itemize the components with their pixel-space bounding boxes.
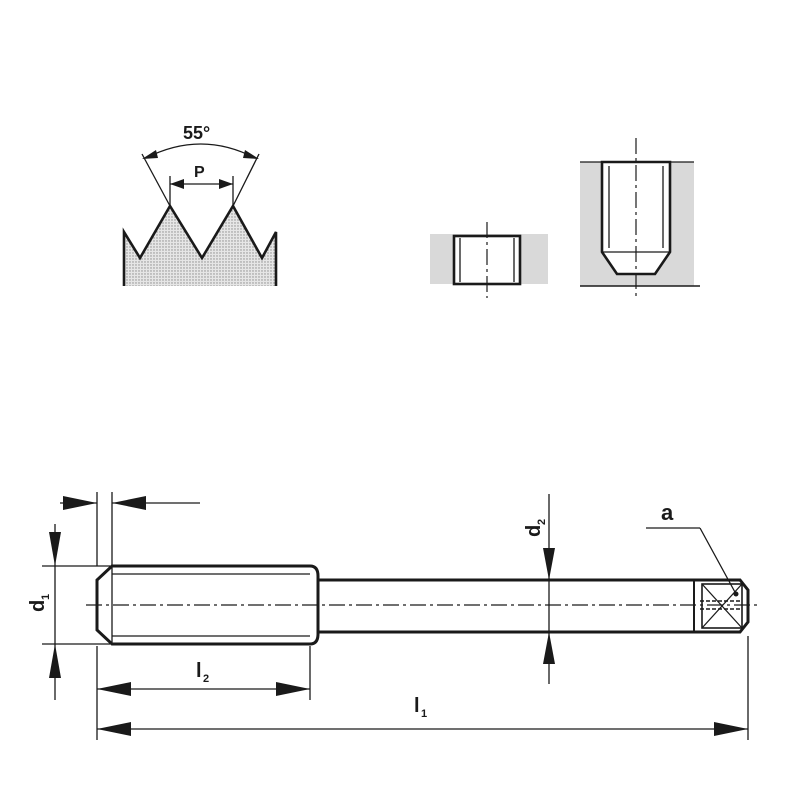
tap-threaded-section xyxy=(95,564,320,646)
thread-pitch-label: P xyxy=(194,164,205,181)
l1-arrow-right xyxy=(714,722,748,736)
thread-profile-body xyxy=(124,206,276,286)
d2-label: d 2 xyxy=(523,519,548,537)
d1-label-main: d xyxy=(27,600,49,612)
angle-arc xyxy=(145,143,256,159)
square-size-label: a xyxy=(661,500,674,525)
tap-shank xyxy=(318,578,750,634)
d2-arrow-bottom xyxy=(543,632,555,664)
through-hole-diagram xyxy=(430,222,548,298)
d1-label: d 1 xyxy=(27,594,52,612)
angle-extension-left xyxy=(141,153,171,207)
thread-profile: 55° P xyxy=(122,123,278,286)
d1-arrow-top xyxy=(49,532,61,566)
pitch-arrow-left xyxy=(170,179,184,189)
d1-label-sub: 1 xyxy=(40,594,52,600)
square-leader-diagonal xyxy=(699,527,737,595)
d2-label-main: d xyxy=(523,525,545,537)
l1-label-main: l xyxy=(414,695,420,717)
angle-extension-right xyxy=(232,153,260,207)
d2-arrow-top xyxy=(543,548,555,580)
chamfer-arrow-left xyxy=(63,496,97,510)
angle-arrow-left xyxy=(142,150,158,159)
blind-hole-diagram xyxy=(580,138,700,298)
l1-label-sub: 1 xyxy=(421,708,427,720)
pitch-arrow-right xyxy=(219,179,233,189)
l2-arrow-left xyxy=(97,682,131,696)
tap-drawing: d 1 d 2 a l 2 xyxy=(27,492,760,740)
l2-label-sub: 2 xyxy=(203,673,209,685)
l2-arrow-right xyxy=(276,682,310,696)
chamfer-arrow-right xyxy=(112,496,146,510)
square-leader-dot xyxy=(733,591,739,597)
thread-profile-outline xyxy=(122,203,278,286)
d2-label-sub: 2 xyxy=(536,519,548,525)
l1-arrow-left xyxy=(97,722,131,736)
l1-label: l 1 xyxy=(414,695,427,720)
tap-square-drive xyxy=(701,583,743,629)
thread-angle-label: 55° xyxy=(183,123,210,143)
l2-label-main: l xyxy=(196,660,202,682)
tap-square-diagonal-2 xyxy=(701,583,743,629)
l2-label: l 2 xyxy=(196,660,209,685)
angle-arrow-right xyxy=(243,150,259,159)
d1-arrow-bottom xyxy=(49,644,61,678)
